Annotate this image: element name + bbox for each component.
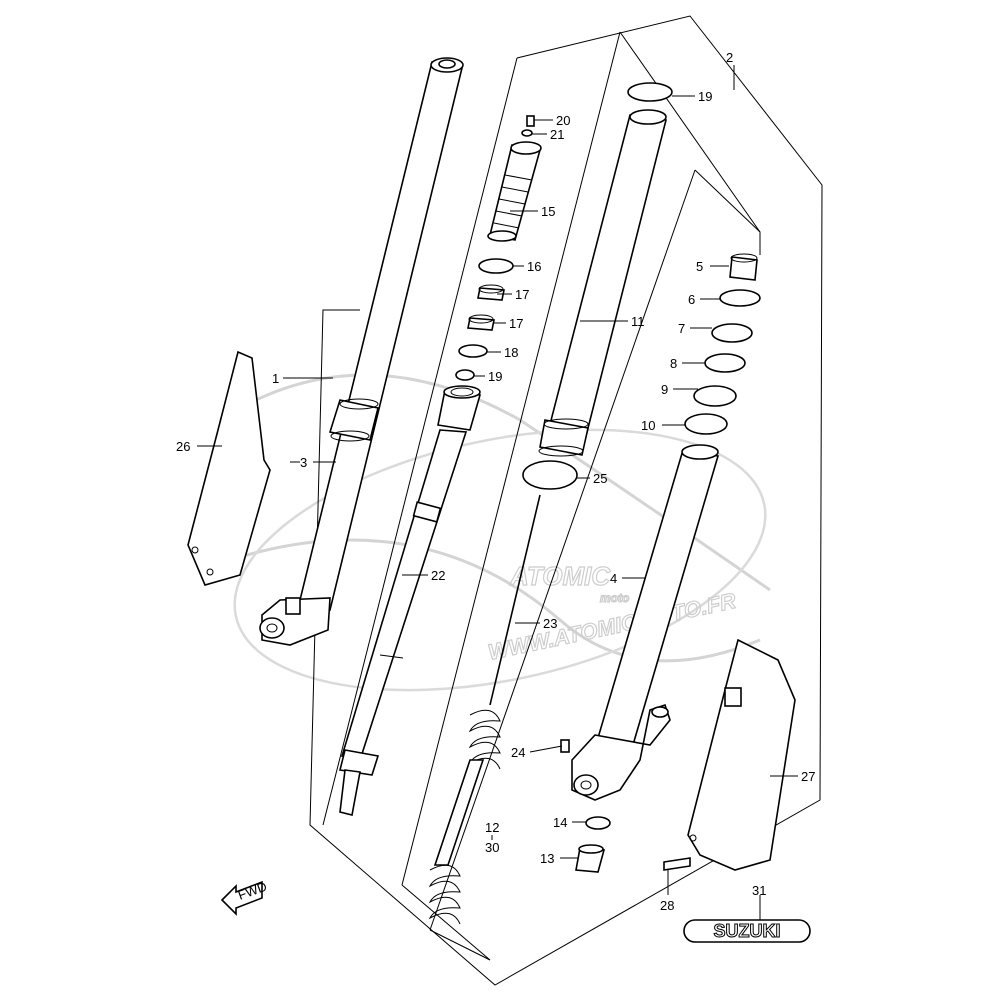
label-16: 16	[527, 259, 541, 274]
leader-lines	[197, 65, 798, 920]
fork-guard-right	[663, 638, 796, 871]
label-31: 31	[752, 883, 766, 898]
label-29: 28	[660, 898, 674, 913]
seal-rings-right	[684, 253, 761, 435]
label-8: 8	[670, 356, 677, 371]
label-10: 10	[641, 418, 655, 433]
label-6: 6	[688, 292, 695, 307]
emblem-text: SUZUKI	[714, 921, 781, 941]
label-11: 11	[631, 314, 645, 329]
suzuki-emblem: SUZUKI	[683, 919, 811, 943]
label-15: 15	[541, 204, 555, 219]
assembly-boundary	[309, 15, 823, 986]
label-19: 19	[488, 369, 502, 384]
label-4: 4	[610, 571, 617, 586]
label-17b: 17	[509, 316, 523, 331]
inner-tube-right	[560, 444, 720, 873]
label-24: 23	[543, 616, 557, 631]
label-26: 25	[593, 471, 607, 486]
label-9: 9	[661, 382, 668, 397]
fork-guard-left	[187, 350, 271, 586]
label-17a: 17	[515, 287, 529, 302]
label-25: 24	[511, 745, 525, 760]
watermark-brand: ATOMIC	[509, 561, 611, 591]
seal-rings-left	[455, 258, 514, 381]
forward-arrow-icon: FWD	[220, 879, 269, 916]
label-2: 2	[726, 50, 733, 65]
outer-tube-left	[259, 57, 464, 646]
outer-tube-right	[538, 82, 673, 457]
label-1: 1	[272, 371, 279, 386]
watermark-sub: moto	[600, 591, 629, 605]
label-5: 5	[696, 259, 703, 274]
label-14: 14	[553, 815, 567, 830]
label-20: 19	[698, 89, 712, 104]
label-12: 12	[485, 820, 499, 835]
label-7: 7	[678, 321, 685, 336]
label-27: 26	[176, 439, 190, 454]
label-28: 27	[801, 769, 815, 784]
part-labels: 2 19 20 21 15 16 17 17 18 19 19 5 6 7 8 …	[176, 50, 815, 913]
label-18: 18	[504, 345, 518, 360]
label-13: 13	[540, 851, 554, 866]
label-21: 20	[556, 113, 570, 128]
label-3: 3	[300, 455, 307, 470]
damper-cartridge	[339, 385, 482, 816]
label-22: 21	[550, 127, 564, 142]
label-30: 30	[485, 840, 499, 855]
rebound-adjuster	[487, 115, 542, 242]
label-23: 22	[431, 568, 445, 583]
spring-and-rod	[428, 460, 578, 925]
